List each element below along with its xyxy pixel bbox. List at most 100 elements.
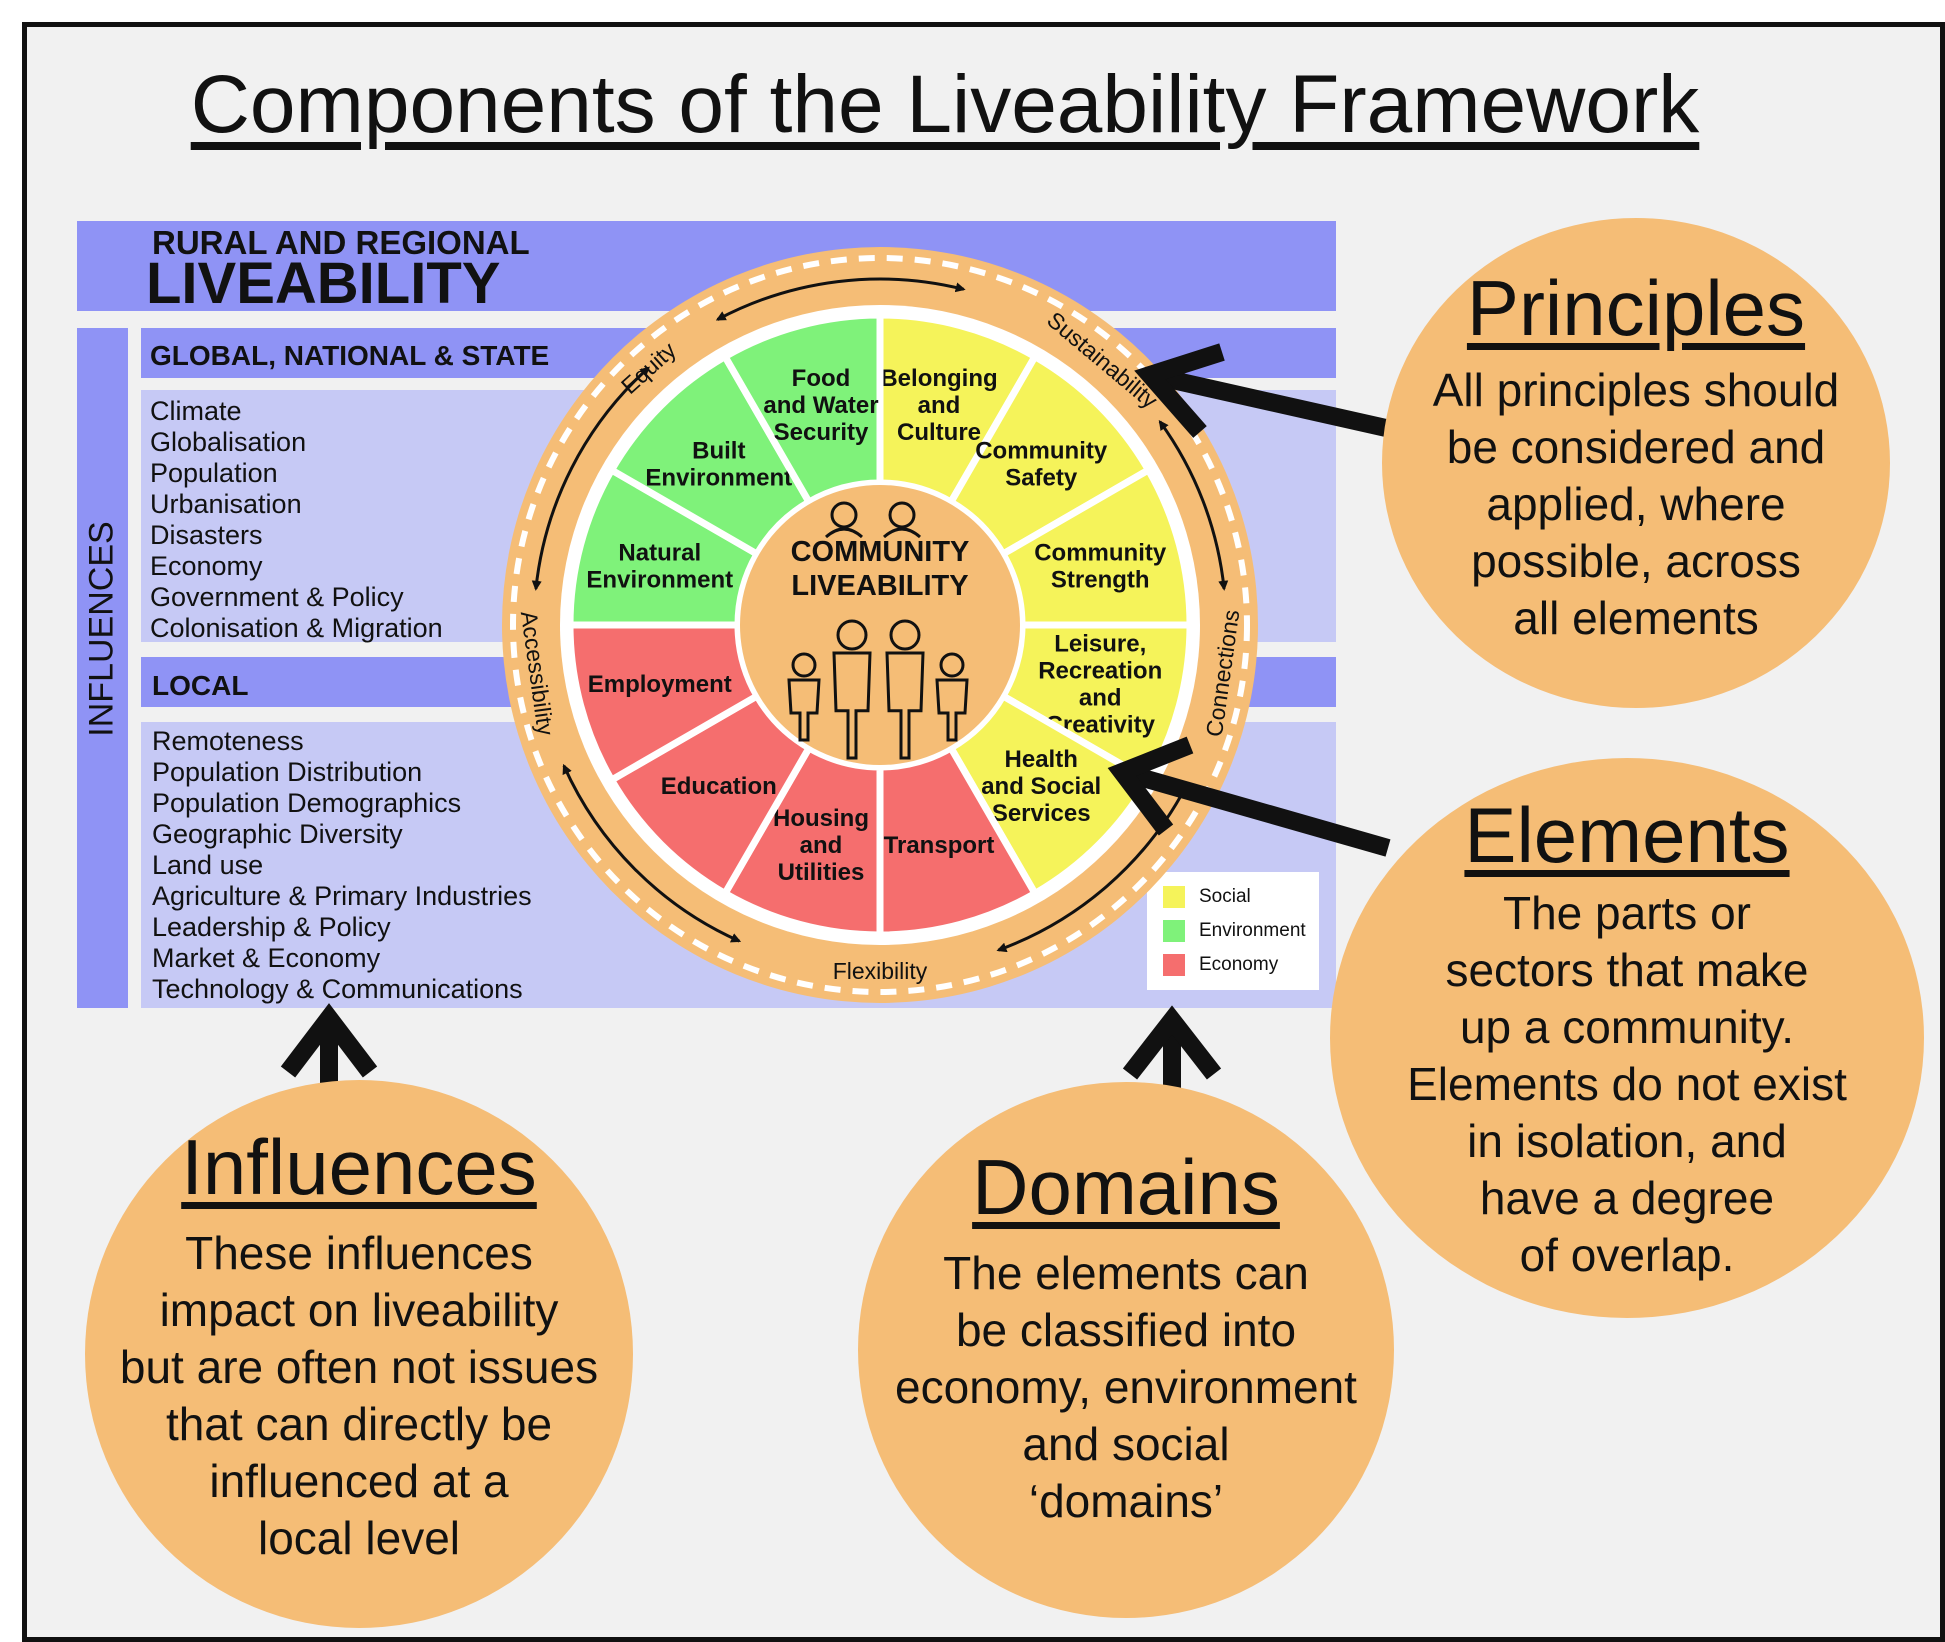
element-label-line: Employment	[588, 671, 732, 698]
domains-text-line: economy, environment	[895, 1361, 1357, 1413]
element-label-line: Community	[975, 437, 1108, 464]
principle-connector-arrow	[715, 277, 966, 321]
domains-text-line: and social	[1022, 1418, 1230, 1470]
domains-text-line: The elements can	[943, 1247, 1309, 1299]
principles-text-line: be considered and	[1446, 421, 1826, 473]
influences-heading: Influences	[181, 1123, 537, 1211]
elements-heading: Elements	[1464, 791, 1790, 879]
element-label-line: Natural	[618, 539, 701, 566]
principle-connector-arrow	[531, 366, 650, 591]
local-influence-item: Population Demographics	[152, 788, 462, 818]
center-title-line: LIVEABILITY	[791, 570, 968, 602]
element-label-line: and	[800, 832, 843, 859]
global-influence-item: Globalisation	[150, 427, 307, 457]
element-label-line: Security	[774, 419, 869, 446]
element-label-line: Food	[792, 365, 851, 392]
influences-text-line: impact on liveability	[159, 1284, 559, 1336]
elements-arrow	[1119, 763, 1391, 857]
principles-text-line: applied, where	[1486, 478, 1786, 530]
center-title-line: COMMUNITY	[791, 536, 970, 568]
element-label-line: and Social	[981, 773, 1101, 800]
global-influence-item: Government & Policy	[150, 582, 404, 612]
element-label-line: Strength	[1051, 566, 1150, 593]
influences-text-line: These influences	[185, 1227, 533, 1279]
element-label-line: Belonging	[880, 365, 997, 392]
local-influence-item: Geographic Diversity	[152, 819, 403, 849]
elements-text-line: Elements do not exist	[1407, 1058, 1847, 1110]
local-influence-item: Population Distribution	[152, 757, 423, 787]
local-influence-item: Remoteness	[152, 726, 304, 756]
element-label-line: Environment	[645, 464, 792, 491]
influences-arrow-head	[280, 1003, 378, 1078]
global-influence-item: Population	[150, 458, 278, 488]
global-influence-item: Urbanisation	[150, 489, 302, 519]
callout-arrows	[280, 343, 1391, 1092]
influences-bar	[77, 328, 128, 1008]
principles-ring-dashes	[510, 255, 1250, 995]
element-label-line: Built	[692, 437, 745, 464]
elements-text-line: The parts or	[1503, 887, 1751, 939]
element-label-line: Culture	[897, 419, 981, 446]
elements-text-line: have a degree	[1479, 1172, 1775, 1224]
influences-text-line: that can directly be	[165, 1398, 553, 1450]
principle-connector-arrow	[1158, 420, 1229, 591]
principles-text-line: possible, across	[1471, 535, 1801, 587]
principle-connector-arrow	[996, 785, 1187, 953]
element-label-line: Health	[1005, 746, 1078, 773]
family-icon	[787, 501, 969, 760]
principle-connector-arrow	[562, 763, 742, 943]
global-influence-item: Economy	[150, 551, 263, 581]
element-label-line: Services	[992, 800, 1091, 827]
element-label-line: Utilities	[778, 859, 865, 886]
elements-text-line: of overlap.	[1519, 1229, 1735, 1281]
legend-item-economy: Economy	[1163, 954, 1278, 976]
element-label-line: Environment	[586, 566, 733, 593]
banner-line1: RURAL AND REGIONAL	[152, 224, 530, 261]
element-label-line: and	[918, 392, 961, 419]
legend-label-social: Social	[1199, 886, 1251, 907]
elements-text-line: sectors that make	[1445, 944, 1809, 996]
principles-heading: Principles	[1466, 264, 1806, 352]
influences-text-line: local level	[258, 1512, 460, 1564]
element-label-line: Safety	[1005, 464, 1078, 491]
domains-arrow-head	[1122, 1005, 1222, 1080]
element-label-line: Transport	[884, 832, 995, 859]
element-label-line: and Water	[763, 392, 878, 419]
element-label-line: Community	[1034, 539, 1167, 566]
elements-text-line: in isolation, and	[1467, 1115, 1787, 1167]
influences-text-line: influenced at a	[209, 1455, 509, 1507]
local-influence-item: Market & Economy	[152, 943, 381, 973]
principles-text-line: All principles should	[1432, 364, 1840, 416]
local-influence-item: Agriculture & Primary Industries	[152, 881, 532, 911]
local-header: LOCAL	[152, 670, 249, 701]
element-label-line: Education	[661, 773, 777, 800]
center-hub	[740, 485, 1020, 765]
element-label-line: Leisure,	[1054, 631, 1146, 658]
local-influence-item: Land use	[152, 850, 264, 880]
local-influence-item: Leadership & Policy	[152, 912, 391, 942]
element-label: Transport	[884, 832, 995, 859]
legend-swatch-economy	[1163, 954, 1185, 976]
influences-text-line: but are often not issues	[119, 1341, 599, 1393]
principles-text-line: all elements	[1513, 592, 1759, 644]
element-label-line: Housing	[773, 805, 869, 832]
global-influence-item: Colonisation & Migration	[150, 613, 443, 643]
global-header: GLOBAL, NATIONAL & STATE	[150, 340, 550, 371]
